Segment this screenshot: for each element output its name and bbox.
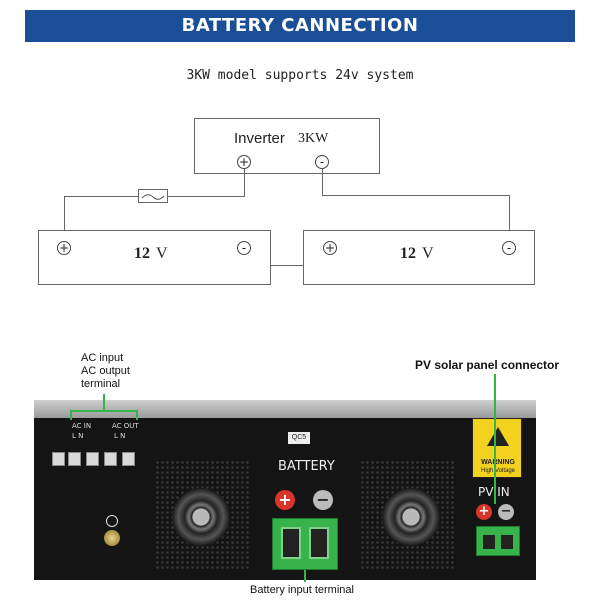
ac-terminal-5[interactable] xyxy=(122,452,135,466)
wire-right-down xyxy=(509,195,510,231)
ac-terminal-4[interactable] xyxy=(104,452,117,466)
inverter-positive-terminal: + xyxy=(237,155,251,169)
ac-bracket-top xyxy=(70,410,138,412)
battery-input-terminal[interactable] xyxy=(272,518,338,570)
pv-screw-right[interactable] xyxy=(501,535,513,549)
ground-symbol-icon xyxy=(106,515,118,527)
ac-terminal-label: AC input AC output terminal xyxy=(81,352,130,391)
ac-label-line2: AC output xyxy=(81,365,130,377)
pv-connector[interactable] xyxy=(476,526,520,556)
device-top-panel xyxy=(34,400,536,418)
battery-2-unit: V xyxy=(422,245,434,262)
pv-screw-left[interactable] xyxy=(483,535,495,549)
ground-screw-icon xyxy=(104,530,120,546)
left-fan xyxy=(172,488,230,546)
ac-bracket-right xyxy=(136,410,138,420)
ac-terminal-2[interactable] xyxy=(68,452,81,466)
ac-terminal-1[interactable] xyxy=(52,452,65,466)
fuse-symbol xyxy=(138,189,168,203)
warning-sub: High Voltage xyxy=(480,468,516,474)
wire-inv-pos-down xyxy=(244,169,245,196)
wire-series-link xyxy=(244,265,330,266)
qc-sticker: QC5 xyxy=(288,432,310,444)
pv-minus-marker: − xyxy=(498,504,514,520)
ac-label-line1: AC input xyxy=(81,352,124,364)
page-title: BATTERY CANNECTION xyxy=(181,15,419,36)
battery-plus-marker: + xyxy=(275,490,295,510)
battery-1-voltage: 12 xyxy=(134,245,150,262)
battery-minus-marker: − xyxy=(313,490,333,510)
ac-in-pins: L N xyxy=(72,432,84,440)
wire-top-right xyxy=(322,195,509,196)
battery-screw-right[interactable] xyxy=(309,527,329,559)
battery-1-box xyxy=(38,230,271,285)
fuse-icon xyxy=(141,194,165,200)
pv-connector-label: PV solar panel connector xyxy=(415,358,560,372)
ac-bracket-left xyxy=(70,410,72,420)
wire-left-down xyxy=(64,196,65,231)
battery-input-label: Battery input terminal xyxy=(250,584,354,596)
right-fan xyxy=(382,488,440,546)
battery-2-negative-terminal: - xyxy=(502,241,516,255)
pv-in-text: PV IN xyxy=(478,485,510,499)
inverter-model: 3KW xyxy=(298,131,329,146)
ac-label-line3: terminal xyxy=(81,378,121,390)
battery-2-voltage: 12 xyxy=(400,245,416,262)
warning-text: WARNING xyxy=(481,459,515,466)
battery-1-unit: V xyxy=(156,245,168,262)
ac-bracket-stem xyxy=(103,394,105,411)
pv-plus-marker: + xyxy=(476,504,492,520)
ac-terminal-block[interactable] xyxy=(52,452,138,470)
battery-2-box xyxy=(303,230,535,285)
ac-out-text: AC OUT xyxy=(112,422,139,430)
battery-pointer-line xyxy=(304,570,306,582)
ac-in-text: AC IN xyxy=(72,422,92,430)
battery-1-positive-terminal: + xyxy=(57,241,71,255)
subtitle: 3KW model supports 24v system xyxy=(186,68,414,83)
battery-screw-left[interactable] xyxy=(281,527,301,559)
inverter-negative-terminal: - xyxy=(315,155,329,169)
battery-2-positive-terminal: + xyxy=(323,241,337,255)
warning-triangle-icon xyxy=(487,427,509,446)
inverter-label: Inverter xyxy=(234,130,285,147)
ac-terminal-3[interactable] xyxy=(86,452,99,466)
battery-1-negative-terminal: - xyxy=(237,241,251,255)
warning-label: WARNING High Voltage xyxy=(472,418,522,478)
header-banner: BATTERY CANNECTION xyxy=(25,10,575,42)
wire-inv-neg-down xyxy=(322,169,323,195)
pv-pointer-line xyxy=(494,374,496,504)
battery-panel-text: BATTERY xyxy=(278,459,335,474)
ac-out-pins: L N xyxy=(114,432,126,440)
inverter-box xyxy=(194,118,380,174)
